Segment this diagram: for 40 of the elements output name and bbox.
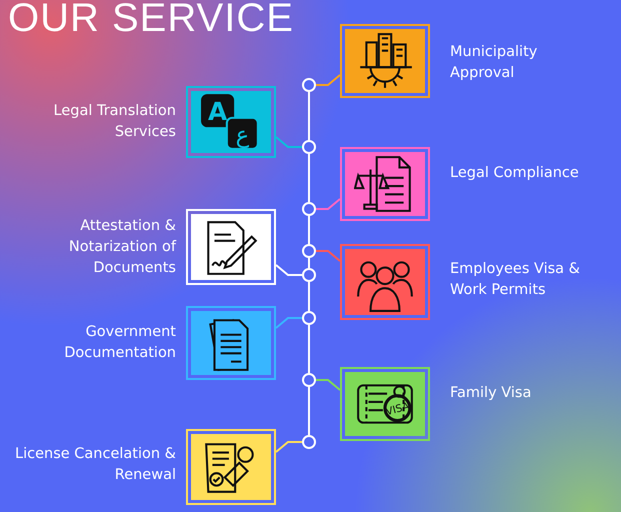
service-label: Employees Visa & Work Permits <box>450 260 581 300</box>
connector-line <box>275 136 302 148</box>
service-card <box>186 429 276 505</box>
service-card <box>340 244 430 320</box>
timeline-dot <box>302 435 316 449</box>
timeline-dot <box>302 373 316 387</box>
timeline-line <box>308 216 310 244</box>
service-card <box>186 86 276 158</box>
service-label: Legal Compliance <box>450 164 580 183</box>
service-card <box>340 147 430 221</box>
timeline-dot <box>302 78 316 92</box>
timeline-dot <box>302 311 316 325</box>
timeline-line <box>308 258 310 268</box>
service-label: Attestation & Notarization of Documents <box>68 217 176 278</box>
service-card <box>186 209 276 285</box>
service-label: License Cancelation & Renewal <box>14 445 176 485</box>
timeline-dot <box>302 140 316 154</box>
connector-line <box>316 379 341 391</box>
timeline-dot <box>302 202 316 216</box>
connector-line <box>275 441 302 453</box>
connector-line <box>316 198 341 210</box>
service-card <box>340 367 430 441</box>
service-label: Government Documentation <box>63 323 176 363</box>
connector-line <box>316 74 341 86</box>
timeline-dot <box>302 268 316 282</box>
timeline-line <box>308 387 310 435</box>
timeline-line <box>308 154 310 202</box>
timeline-line <box>308 282 310 311</box>
connector-line <box>275 264 302 276</box>
service-card <box>186 306 276 380</box>
connector-line <box>275 317 302 329</box>
connector-line <box>316 250 341 262</box>
service-card <box>340 24 430 98</box>
timeline-dot <box>302 244 316 258</box>
service-label: Municipality Approval <box>450 43 538 83</box>
timeline-line <box>308 325 310 373</box>
service-label: Legal Translation Services <box>52 102 176 142</box>
title: OUR SERVICE <box>8 0 294 40</box>
service-label: Family Visa <box>450 384 532 403</box>
timeline-line <box>308 92 310 140</box>
